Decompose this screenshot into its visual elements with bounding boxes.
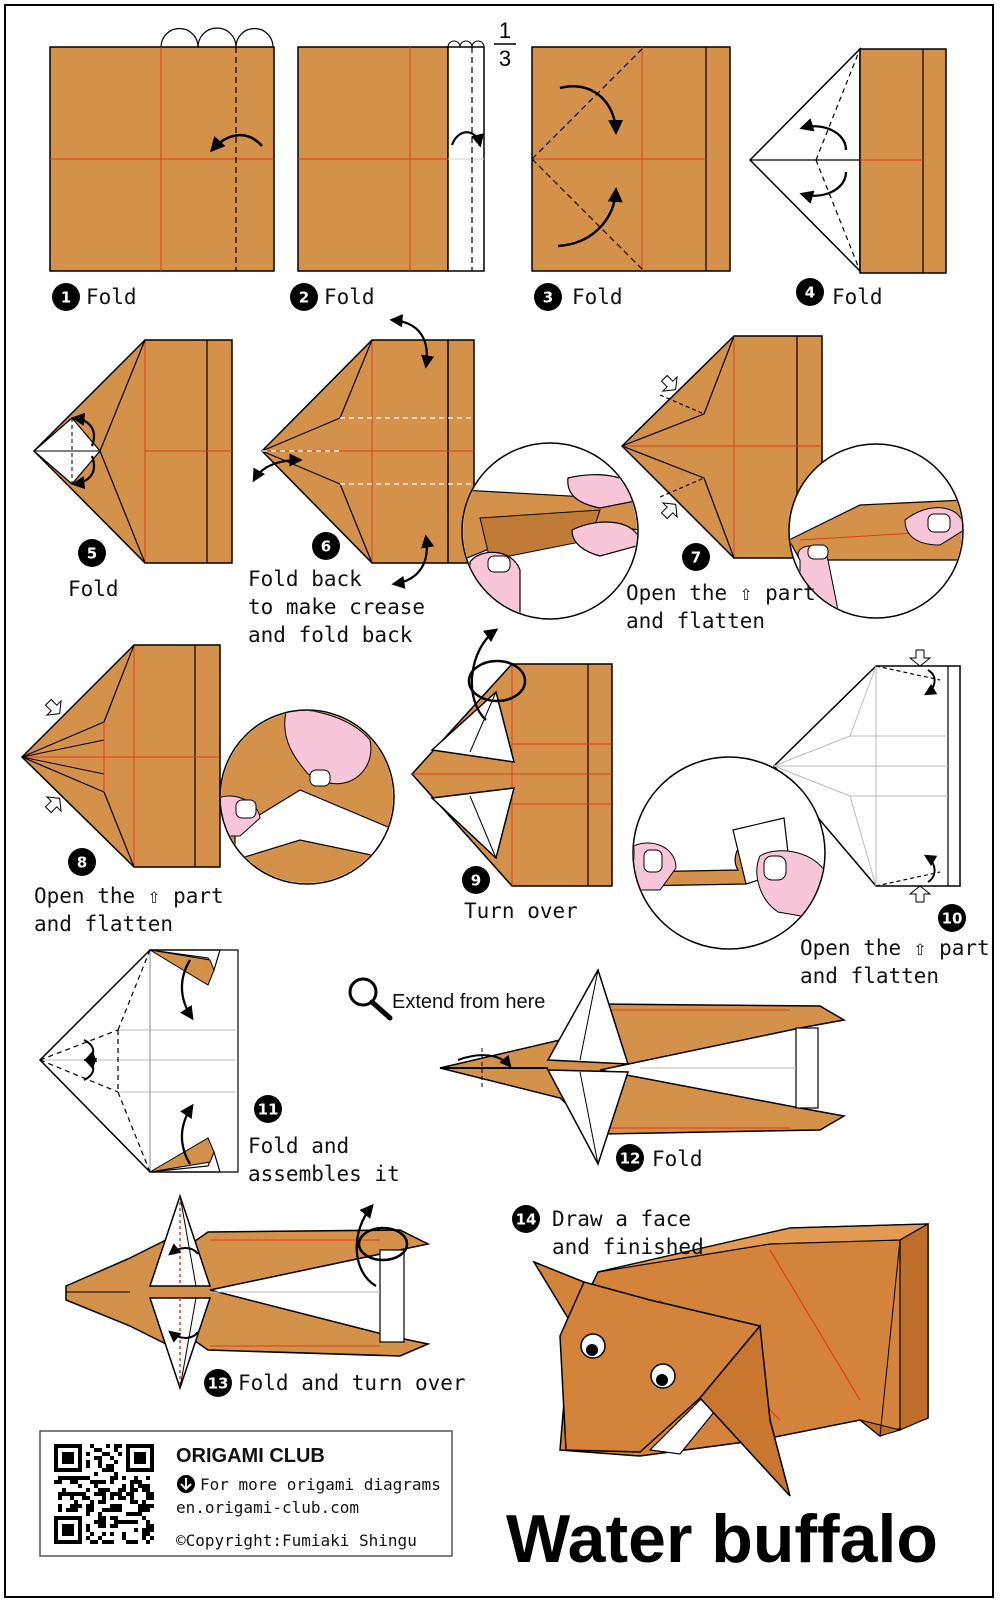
step-1-number: 1 xyxy=(61,289,71,307)
step-4-illustration xyxy=(748,47,947,274)
step-12-caption-line-1: Fold xyxy=(652,1147,703,1171)
step-7-detail-circle xyxy=(788,443,964,619)
step-2-illustration xyxy=(297,40,485,272)
step-2-badge: 2 xyxy=(290,283,318,311)
step-8-number: 8 xyxy=(77,854,87,872)
step-9-number: 9 xyxy=(471,872,481,890)
step-13-illustration xyxy=(65,1193,431,1391)
down-arrow-circle-icon xyxy=(177,1475,195,1493)
step-2-number: 2 xyxy=(299,289,309,307)
step-9-caption-line-1: Turn over xyxy=(464,899,578,923)
step-6-illustration xyxy=(252,314,475,589)
step-11-number: 11 xyxy=(258,1101,279,1119)
footer-url: en.origami-club.com xyxy=(176,1498,359,1517)
step-10-caption-line-2: and flatten xyxy=(800,964,939,988)
step-11-illustration xyxy=(38,949,239,1173)
step-8-caption-line-2: and flatten xyxy=(34,912,173,936)
step-5-badge: 5 xyxy=(78,539,106,567)
step-4-caption-line-1: Fold xyxy=(832,285,883,309)
step-10-number: 10 xyxy=(942,910,963,928)
page-frame xyxy=(4,4,994,1598)
step-10-illustration xyxy=(772,649,961,903)
step-8-detail-circle xyxy=(219,709,395,885)
step-4-number: 4 xyxy=(805,284,815,302)
step-3-badge: 3 xyxy=(534,283,562,311)
step-9-badge: 9 xyxy=(462,866,490,894)
step-14-caption-line-1: Draw a face xyxy=(552,1207,691,1231)
step-6-badge: 6 xyxy=(312,532,340,560)
step-5-illustration xyxy=(32,339,233,564)
footer-copyright: ©Copyright:Fumiaki Shingu xyxy=(176,1531,417,1550)
step-10-detail-circle xyxy=(632,756,826,950)
extend-callout-text: Extend from here xyxy=(392,991,545,1013)
step-6-number: 6 xyxy=(321,538,331,556)
step-1-badge: 1 xyxy=(52,283,80,311)
qr-code-icon xyxy=(54,1444,154,1544)
step-7-caption-line-2: and flatten xyxy=(626,609,765,633)
step-5-caption-line-1: Fold xyxy=(68,577,119,601)
magnifier-icon xyxy=(348,977,378,1007)
step-13-number: 13 xyxy=(208,1375,229,1393)
step-9-illustration xyxy=(410,628,613,887)
step-11-caption-line-2: assembles it xyxy=(248,1162,400,1186)
step-8-badge: 8 xyxy=(68,848,96,876)
step-12-number: 12 xyxy=(620,1150,641,1168)
step-7-illustration xyxy=(620,335,823,559)
step-14-badge: 14 xyxy=(512,1205,540,1233)
footer: ORIGAMI CLUB For more origami diagrams e… xyxy=(39,1430,453,1557)
step-11-badge: 11 xyxy=(254,1095,282,1123)
fraction-denominator: 3 xyxy=(499,46,511,71)
step-6-caption-line-2: to make crease xyxy=(248,595,425,619)
footer-more-text: For more origami diagrams xyxy=(200,1475,441,1494)
step-13-caption-line-1: Fold and turn over xyxy=(238,1371,466,1395)
step-1-illustration xyxy=(49,27,275,272)
step-4-badge: 4 xyxy=(796,278,824,306)
step-6-detail-circle xyxy=(461,442,639,620)
step-13-badge: 13 xyxy=(204,1369,232,1397)
step-10-badge: 10 xyxy=(938,904,966,932)
step-12-illustration xyxy=(439,968,847,1166)
step-14-caption-line-2: and finished xyxy=(552,1235,704,1259)
step-7-caption-line-1: Open the ⇧ part xyxy=(626,581,816,605)
step-7-badge: 7 xyxy=(682,543,710,571)
fraction-numerator: 1 xyxy=(499,18,511,43)
page-title: Water buffalo xyxy=(506,1501,938,1577)
fraction-label: 1 3 xyxy=(494,18,516,71)
extend-callout: Extend from here xyxy=(348,977,545,1021)
step-3-illustration xyxy=(531,46,731,272)
step-2-caption-line-1: Fold xyxy=(324,285,375,309)
step-7-number: 7 xyxy=(691,549,701,567)
step-3-caption-line-1: Fold xyxy=(572,285,623,309)
step-3-number: 3 xyxy=(543,289,553,307)
step-8-caption-line-1: Open the ⇧ part xyxy=(34,884,224,908)
step-5-number: 5 xyxy=(87,545,97,563)
step-14-number: 14 xyxy=(516,1211,537,1229)
step-14-illustration xyxy=(532,1222,929,1497)
step-1-caption-line-1: Fold xyxy=(86,285,137,309)
step-6-caption-line-3: and fold back xyxy=(248,623,413,647)
step-11-caption-line-1: Fold and xyxy=(248,1134,349,1158)
footer-brand: ORIGAMI CLUB xyxy=(176,1445,325,1467)
step-6-caption-line-1: Fold back xyxy=(248,567,362,591)
step-8-illustration xyxy=(20,644,221,868)
step-10-caption-line-1: Open the ⇧ part xyxy=(800,936,990,960)
step-12-badge: 12 xyxy=(616,1144,644,1172)
